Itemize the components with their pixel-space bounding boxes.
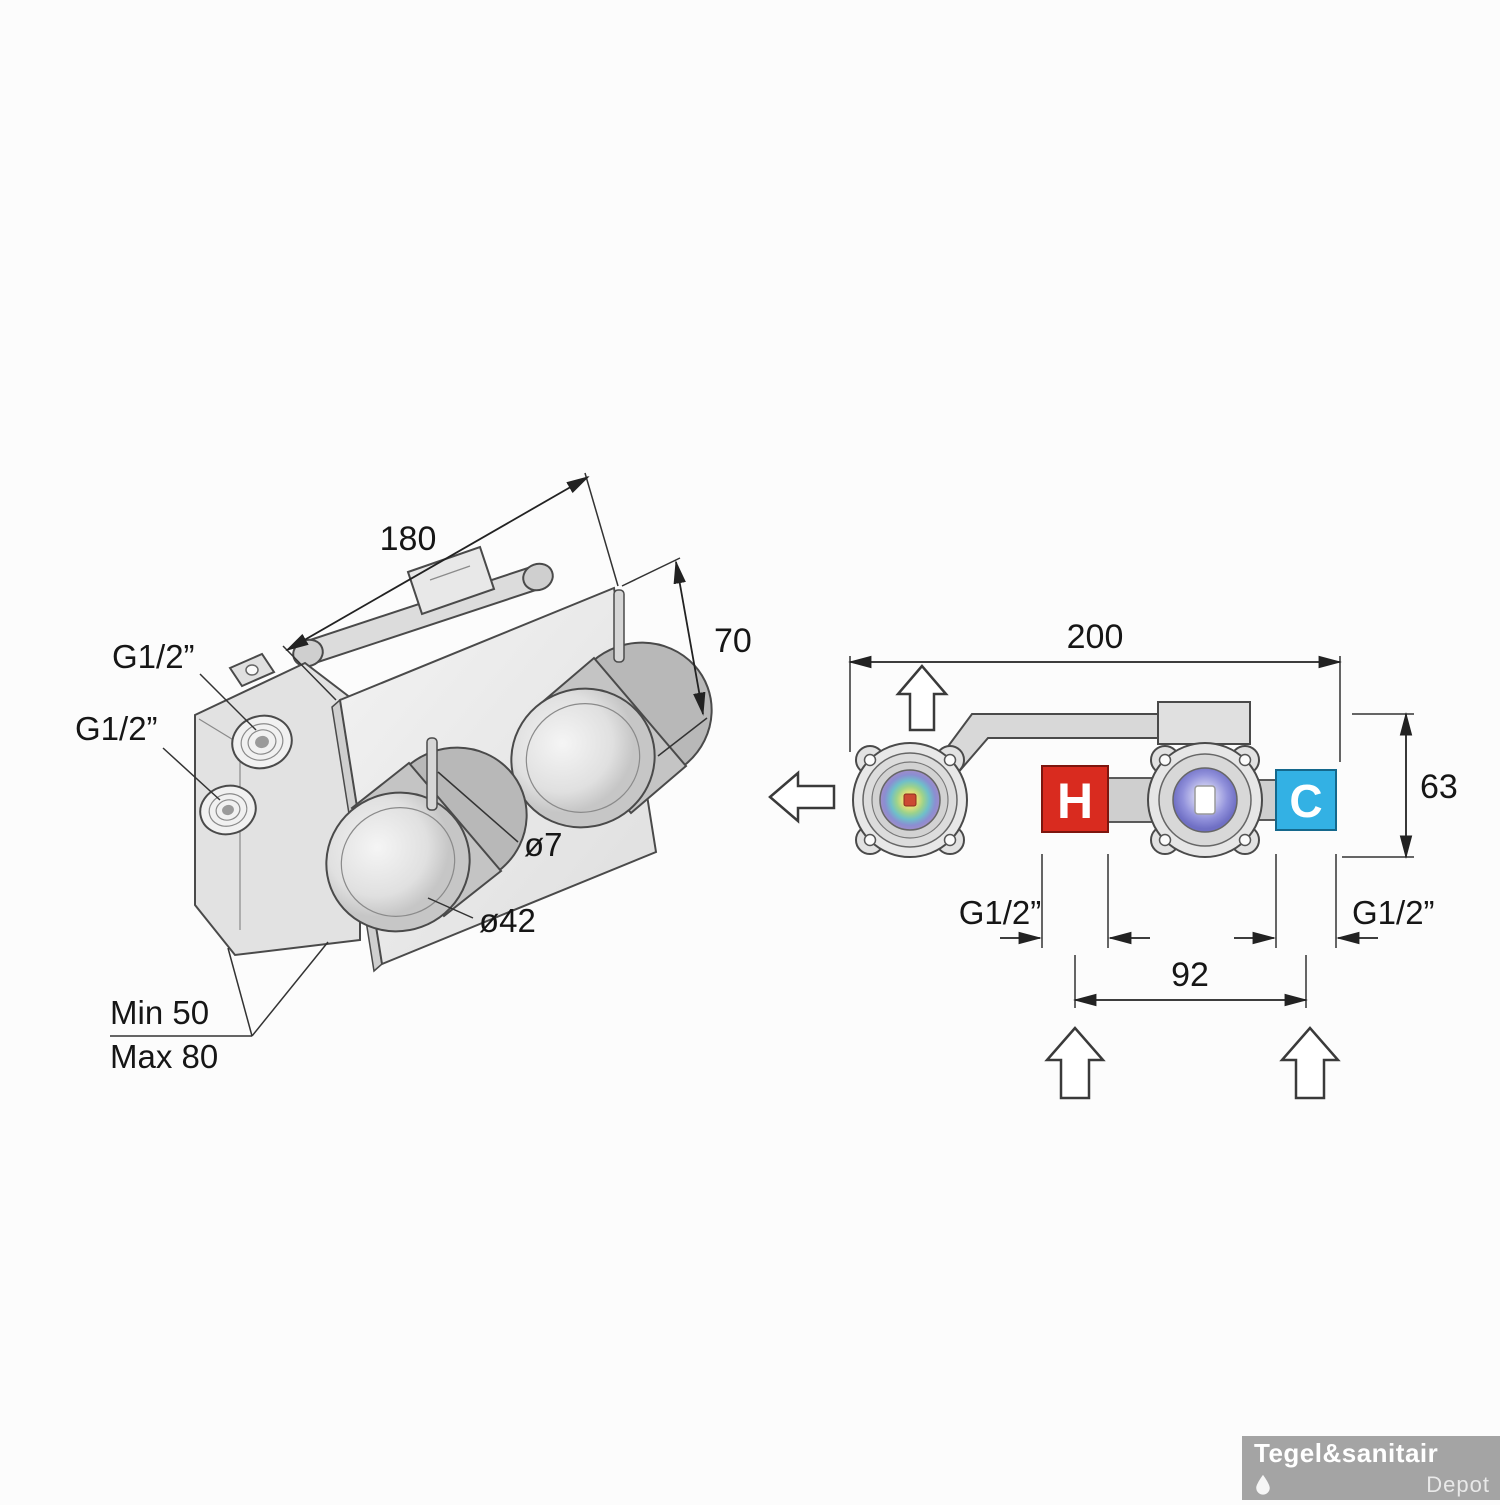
- left-valve-center-dot: [903, 793, 917, 807]
- cold-square: [1275, 769, 1337, 831]
- drop-icon: [1256, 1474, 1270, 1495]
- depth-range: Min 50 Max 80: [110, 941, 329, 1075]
- left-handle-pin: [426, 737, 438, 811]
- dimension-63: 63: [1342, 712, 1458, 859]
- left-valve: [852, 742, 968, 858]
- handle-diameter-leader: [427, 897, 474, 919]
- depth-min-label: Min 50: [110, 994, 209, 1031]
- dimension-180: 180: [282, 472, 619, 701]
- screw-hole: [1158, 753, 1172, 767]
- screw-hole: [1158, 833, 1172, 847]
- port-left-label: G1/2”: [959, 894, 1042, 931]
- screw-hole: [863, 753, 877, 767]
- left-handle-face-ring: [340, 807, 456, 917]
- hot-inlet: H: [1041, 765, 1109, 833]
- depth-max-label: Max 80: [110, 1038, 218, 1075]
- dim-70-line: [673, 560, 706, 716]
- port-bottom-thread-1: [208, 793, 248, 827]
- depth-leader-2: [227, 947, 253, 1037]
- dim-70-label: 70: [714, 622, 752, 660]
- screw-hole: [943, 753, 957, 767]
- dim-180-label: 180: [380, 520, 437, 558]
- depth-leader-1: [251, 941, 329, 1037]
- mounting-tab: [228, 652, 276, 688]
- dim-200-label: 200: [1067, 618, 1124, 656]
- port-bottom-bore: [222, 804, 234, 816]
- dimension-92: 92: [1073, 955, 1308, 1008]
- dimension-70: 70: [621, 557, 752, 757]
- center-valve-stem: [1194, 785, 1216, 815]
- screw-hole: [863, 833, 877, 847]
- hot-inlet-arrow-icon: [1044, 1026, 1106, 1100]
- watermark-row: Depot: [1254, 1474, 1490, 1496]
- port-bottom-label: G1/2”: [75, 710, 158, 747]
- port-top-label: G1/2”: [112, 638, 195, 675]
- port-bottom: [199, 784, 257, 836]
- dim-63-label: 63: [1420, 768, 1458, 806]
- dim-92-label: 92: [1171, 956, 1209, 994]
- right-handle-face-ring: [525, 703, 641, 813]
- cold-inlet-arrow-icon: [1279, 1026, 1341, 1100]
- port-top: [231, 714, 293, 770]
- pipe-fitting-block: [1157, 701, 1251, 745]
- center-valve: [1147, 742, 1263, 858]
- screw-hole: [1238, 833, 1252, 847]
- flow-arrows: [768, 664, 1341, 1100]
- diameter-labels: ø7 ø42: [427, 771, 563, 939]
- dim-180-line: [285, 476, 590, 651]
- port-top-bore: [255, 735, 269, 749]
- port-top-thread-2: [247, 729, 277, 755]
- handle-diameter-label: ø42: [479, 902, 536, 939]
- dimension-g12-right: G1/2”: [1234, 854, 1435, 948]
- screw-hole: [1238, 753, 1252, 767]
- screw-hole: [943, 833, 957, 847]
- dim-180-ext-right: [584, 472, 619, 587]
- right-front-view: H C: [768, 618, 1458, 1100]
- flow-arrow-left-icon: [768, 770, 836, 824]
- valve-body: [194, 661, 361, 957]
- right-handle-pin: [613, 589, 625, 663]
- hot-label: H: [1057, 773, 1093, 829]
- port-top-thread-1: [240, 723, 284, 761]
- watermark-subbrand: Depot: [1426, 1472, 1490, 1497]
- port-right-label: G1/2”: [1352, 894, 1435, 931]
- cold-label: C: [1289, 775, 1322, 827]
- port-top-leader: [199, 673, 257, 731]
- port-bottom-thread-2: [215, 799, 241, 821]
- left-handle-face: [325, 791, 471, 933]
- hot-connector: [1104, 777, 1154, 823]
- left-isometric-view: 180 70 G1/2” G1/2” ø7 ø42 Min 50 Max 80: [75, 472, 752, 1075]
- watermark-brand: Tegel&sanitair: [1254, 1438, 1439, 1468]
- port-bottom-leader: [162, 747, 221, 801]
- pin-diameter-leader: [437, 771, 519, 843]
- dimension-g12-left: G1/2”: [959, 854, 1150, 948]
- left-handle: [325, 737, 528, 933]
- tab-hole: [245, 664, 259, 676]
- pin-diameter-label: ø7: [524, 826, 563, 863]
- watermark: Tegel&sanitair Depot: [1242, 1436, 1500, 1500]
- dimension-200: 200: [848, 618, 1342, 762]
- cold-inlet: C: [1275, 769, 1337, 831]
- port-labels: G1/2” G1/2”: [75, 638, 257, 801]
- hot-square: [1041, 765, 1109, 833]
- dim-180-ext-left: [282, 645, 337, 701]
- flow-arrow-up-icon: [895, 664, 949, 732]
- dim-70-ext-bottom: [657, 717, 708, 757]
- dim-70-ext-top: [621, 557, 681, 587]
